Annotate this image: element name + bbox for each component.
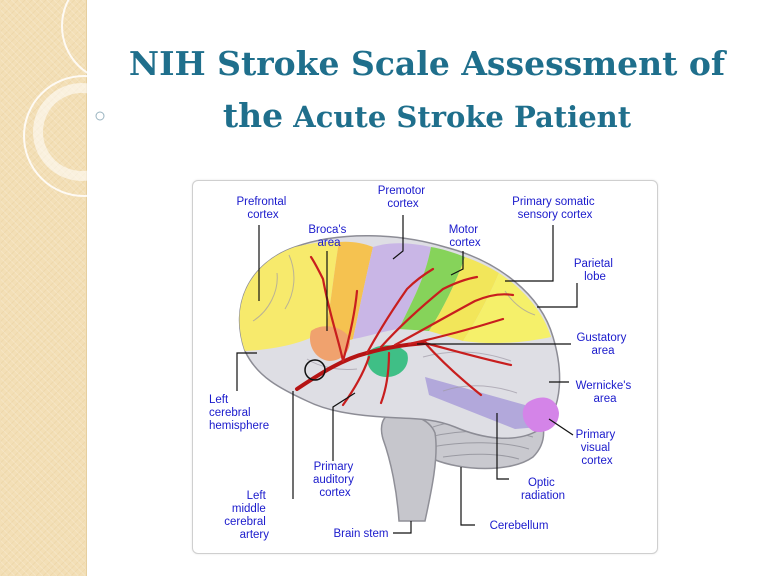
label-primary-visual-cortex: Primary visual cortex (576, 429, 619, 467)
label-optic-radiation: Optic radiation (521, 477, 565, 502)
brain-stem-shape (381, 413, 436, 521)
label-cerebellum: Cerebellum (490, 520, 549, 532)
label-left-cerebral-hemisphere: Left cerebral hemisphere (209, 394, 269, 432)
label-brain-stem: Brain stem (334, 528, 389, 540)
decorative-side-strip (0, 0, 87, 576)
slide-title-line2: the Acute Stroke Patient (86, 96, 768, 135)
label-parietal-lobe: Parietal lobe (574, 258, 616, 283)
label-premotor-cortex: Premotor cortex (378, 185, 429, 210)
label-prefrontal-cortex: Prefrontal cortex (236, 196, 289, 221)
brain-diagram-card: Prefrontal cortex Premotor cortex Primar… (192, 180, 658, 554)
visual-region (523, 398, 559, 432)
label-primary-somatic-sensory-cortex: Primary somatic sensory cortex (512, 196, 598, 221)
slide-title-word: the (223, 96, 283, 135)
slide-title-line1: NIH Stroke Scale Assessment of (86, 44, 768, 83)
label-wernickes-area: Wernicke's area (576, 380, 635, 405)
slide-title-phrase: Acute Stroke Patient (293, 100, 631, 134)
label-primary-auditory-cortex: Primary auditory cortex (313, 461, 357, 499)
label-left-middle-cerebral-artery: Left middle cerebral artery (224, 490, 269, 541)
brain-diagram: Prefrontal cortex Premotor cortex Primar… (193, 181, 657, 553)
label-gustatory-area: Gustatory area (576, 332, 629, 357)
label-motor-cortex: Motor cortex (449, 224, 482, 249)
